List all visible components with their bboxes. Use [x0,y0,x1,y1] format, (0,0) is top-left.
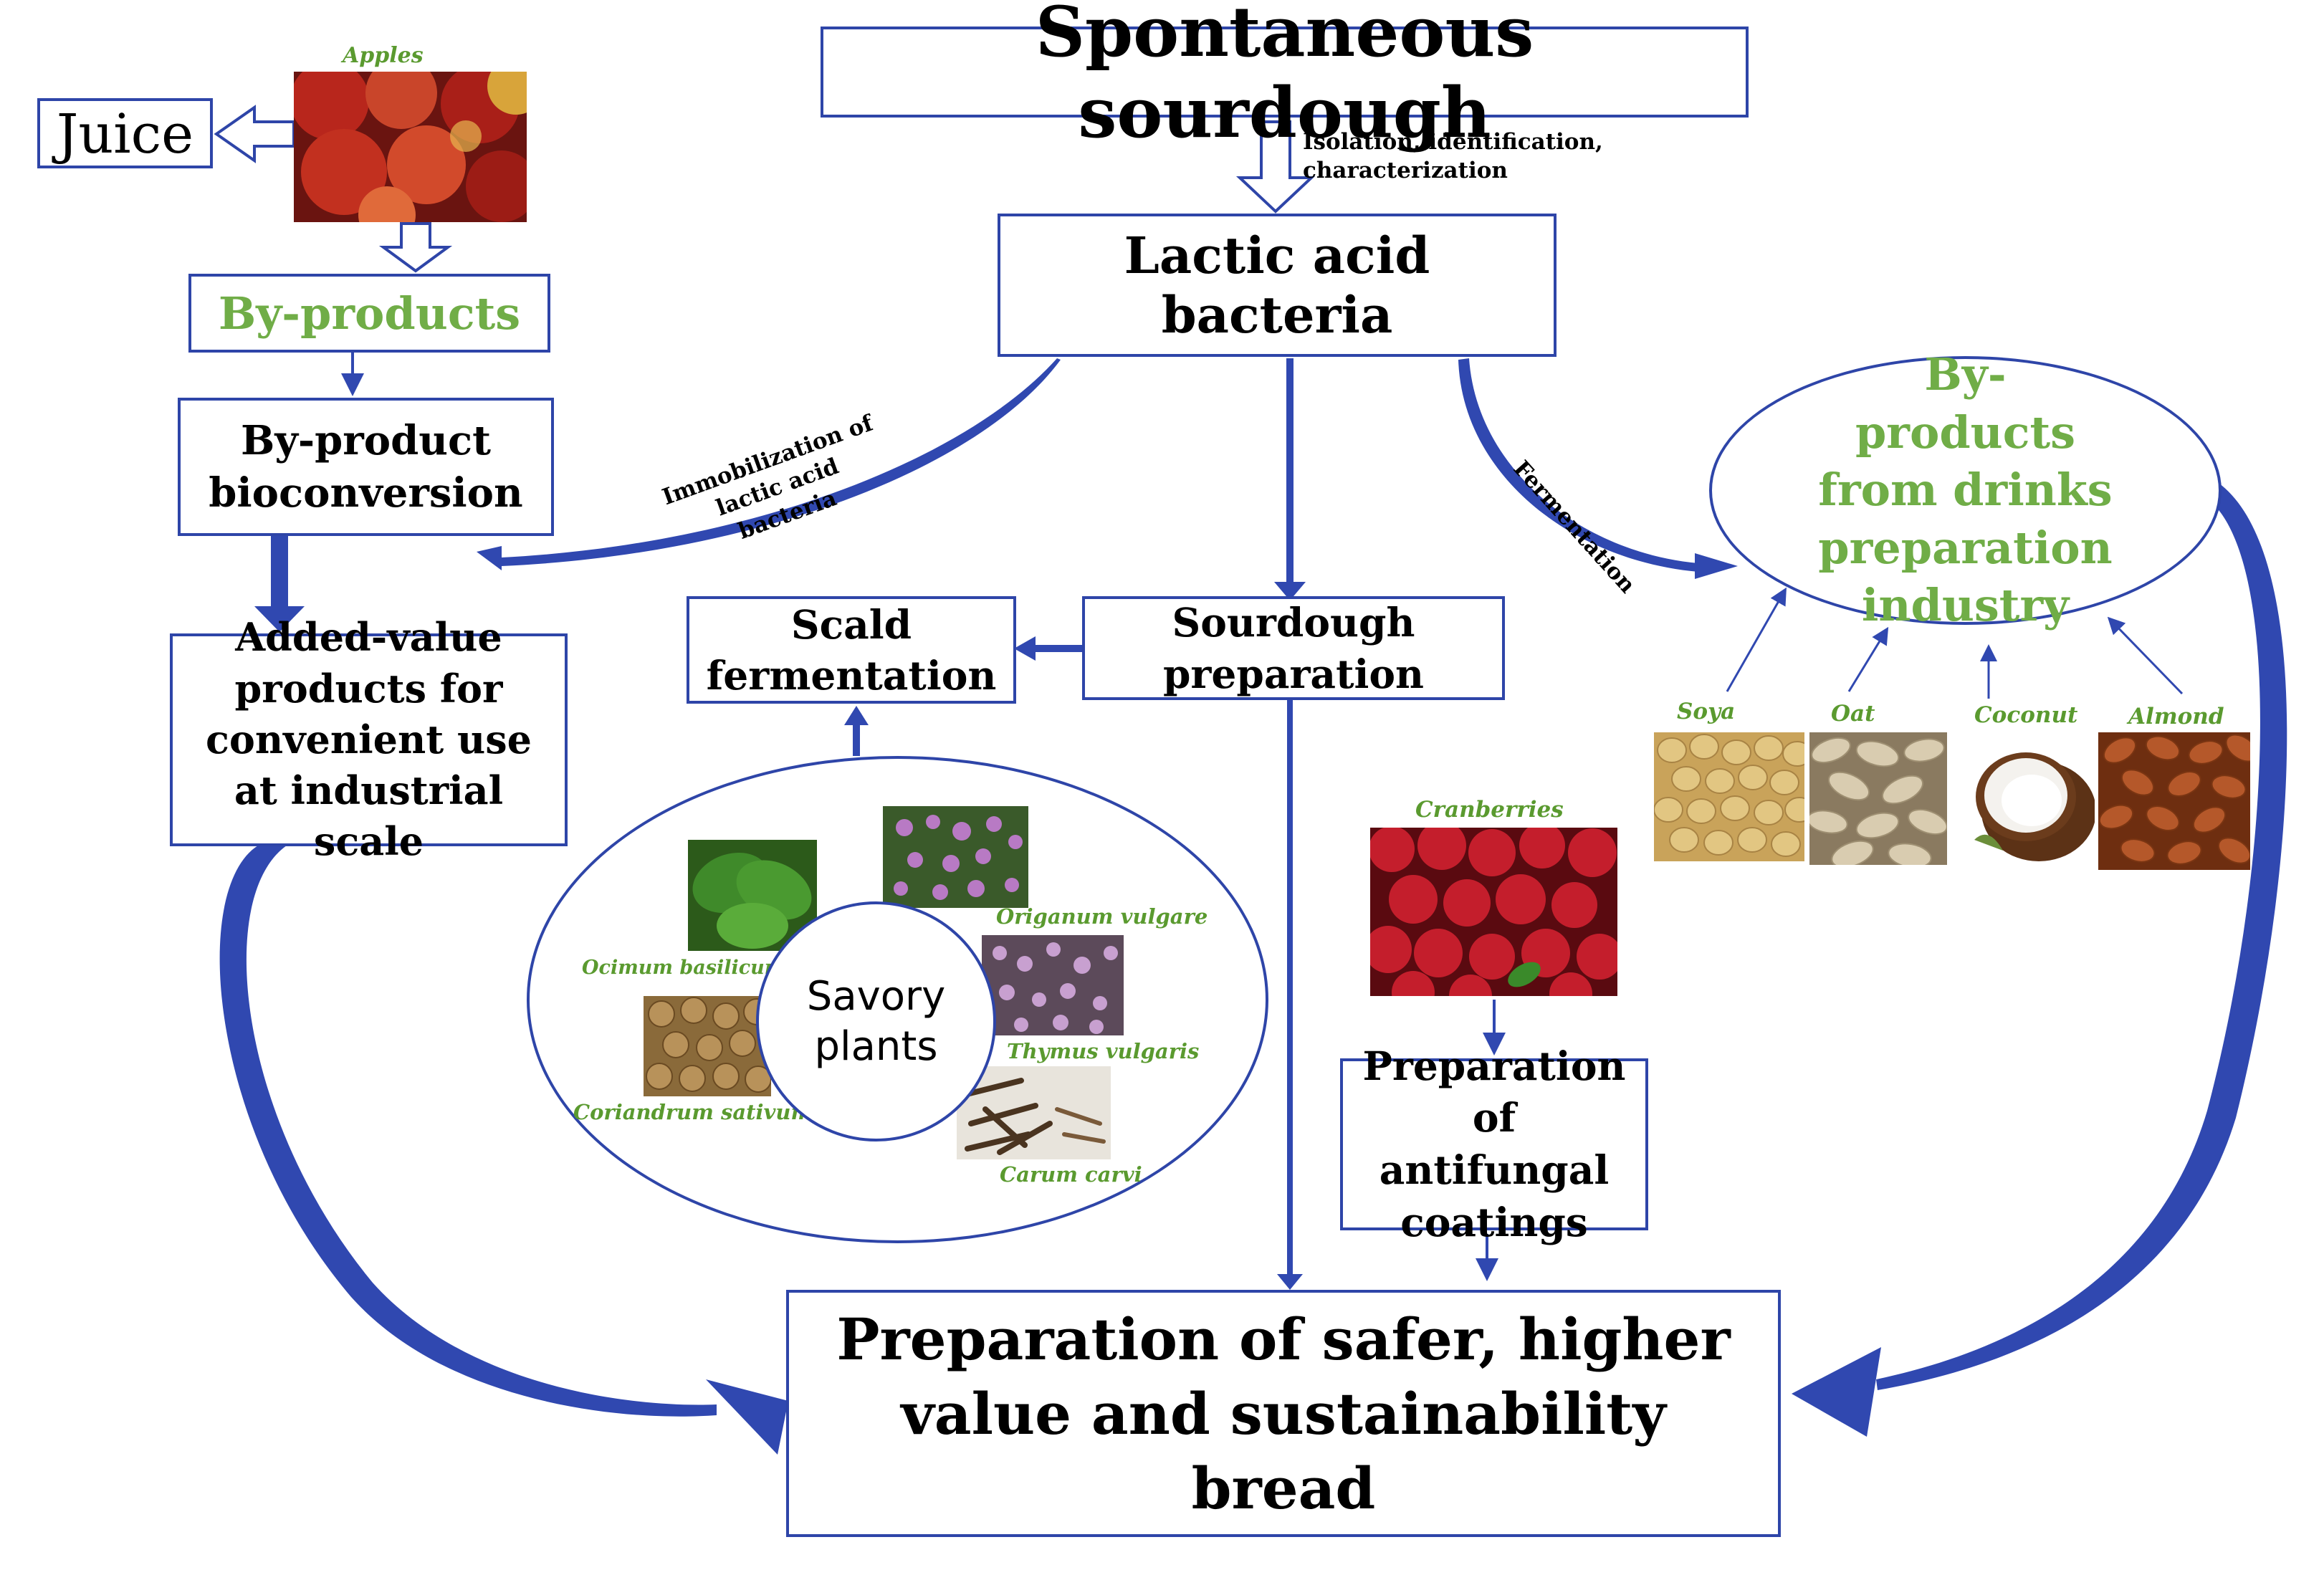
bioconversion-box: By-product bioconversion [178,398,554,536]
arrow-almond-to-drinks [2107,616,2184,695]
arrow-apples-to-juice [214,105,295,163]
thymus-label: Thymus vulgaris [1007,1039,1200,1063]
antifungal-label: Preparation of antifungal coatings [1362,1042,1626,1245]
juice-box: Juice [37,98,213,168]
oat-label: Oat [1831,701,1875,727]
byproducts-label: By-products [218,287,521,340]
antifungal-box: Preparation of antifungal coatings [1340,1043,1648,1245]
final-label: Preparation of safer, higher value and s… [836,1305,1731,1522]
scald-box: Scald fermentation [687,596,1016,704]
savory-plants-label: Savory plants [806,972,946,1070]
origanum-photo [883,806,1028,908]
byproducts-box: By-products [188,274,550,353]
drinks-byproducts-label: By-products from drinks preparation indu… [1818,348,2113,632]
arrow-apples-to-byproducts [378,222,453,273]
final-box: Preparation of safer, higher value and s… [786,1290,1781,1537]
apples-label: Apples [343,43,424,68]
scald-label: Scald fermentation [706,600,997,699]
arrow-addedvalue-to-final [219,846,717,1417]
coriander-photo [644,996,771,1096]
arrow-oat-to-drinks [1847,626,1889,692]
soya-label: Soya [1677,699,1736,724]
origanum-label: Origanum vulgare [996,904,1208,929]
caraway-photo [957,1066,1111,1159]
arrow-drinks-to-final [1876,480,2287,1390]
sourdough-box: Sourdough preparation [1082,596,1505,700]
cranberries-label: Cranberries [1415,797,1564,823]
savory-plants-circle: Savory plants [756,901,996,1141]
coconut-label: Coconut [1974,702,2078,728]
arrow-head-right-final [1792,1347,1881,1437]
thymus-photo [982,935,1124,1035]
juice-label: Juice [56,101,194,166]
arrow-title-to-lab [1235,120,1316,214]
lab-label: Lactic acid bacteria [1124,226,1430,345]
edge-label-isolation: Isolation, identification, characterizat… [1303,129,1603,184]
carum-label: Carum carvi [1000,1162,1142,1187]
title-box: Spontaneous sourdough [821,0,1749,153]
page-title: Spontaneous sourdough [1035,0,1534,153]
coriandrum-label: Coriandrum sativum [573,1100,813,1124]
soya-photo [1654,732,1804,861]
oat-photo [1809,732,1947,865]
basil-photo [688,840,817,951]
ocimum-label: Ocimum basilicum [582,957,785,979]
arrow-bioconversion-to-addedvalue [254,536,305,632]
sourdough-label: Sourdough preparation [1162,599,1425,697]
arrow-lab-to-drinks [1458,358,1698,572]
bioconversion-label: By-product bioconversion [209,416,523,517]
arrow-soya-to-drinks [1726,587,1787,692]
almond-label: Almond [2128,704,2224,729]
apples-photo [294,72,527,222]
arrow-head-left-final [706,1379,788,1455]
lab-box: Lactic acid bacteria [998,214,1556,357]
coconut-photo [1960,732,2095,865]
cranberries-photo [1370,828,1617,996]
added-value-box: Added-value products for convenient use … [170,614,568,864]
added-value-label: Added-value products for convenient use … [205,614,532,865]
almond-photo [2098,732,2250,870]
drinks-byproducts-ellipse: By-products from drinks preparation indu… [1709,348,2222,631]
